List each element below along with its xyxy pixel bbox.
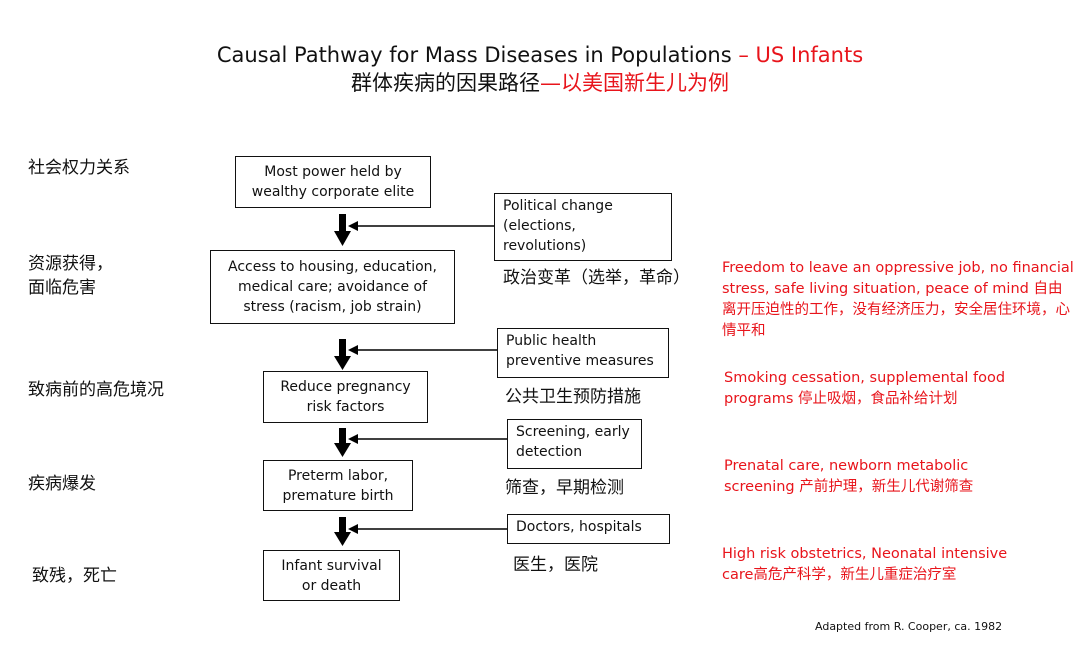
intervention-cn-public-health: 公共卫生预防措施 — [505, 387, 641, 407]
note-screening: Prenatal care, newborn metabolic screeni… — [724, 458, 974, 495]
pathway-box-preterm: Preterm labor, premature birth — [263, 460, 413, 511]
intervention-cn-political: 政治变革（选举，革命） — [503, 268, 690, 288]
pathway-box-power: Most power held by wealthy corporate eli… — [235, 156, 431, 208]
intervention-box-public-health: Public health preventive measures — [497, 328, 669, 378]
side-arrow-doctors — [348, 524, 507, 534]
level-disease-onset: 疾病爆发 — [28, 474, 96, 494]
title-highlight: – US Infants — [738, 43, 864, 67]
pathway-box-outcome: Infant survival or death — [263, 550, 400, 601]
source-credit: Adapted from R. Cooper, ca. 1982 — [815, 620, 1003, 633]
title-main: Causal Pathway for Mass Diseases in Popu… — [216, 43, 739, 67]
note-public-health: Smoking cessation, supplemental food pro… — [724, 370, 1006, 407]
title-cn-highlight: —以美国新生儿为例 — [540, 71, 729, 95]
pathway-box-risk-factors: Reduce pregnancy risk factors — [263, 371, 428, 423]
title-cn-main: 群体疾病的因果路径 — [351, 71, 540, 95]
side-arrow-screening — [348, 434, 507, 444]
down-arrow-1 — [334, 214, 351, 246]
note-doctors: High risk obstetrics, Neonatal intensive… — [722, 546, 1008, 583]
intervention-box-doctors: Doctors, hospitals — [507, 514, 670, 544]
side-arrow-political — [348, 221, 494, 231]
down-arrow-3 — [334, 428, 351, 457]
note-political: Freedom to leave an oppressive job, no f… — [722, 260, 1074, 339]
level-social-power: 社会权力关系 — [28, 158, 130, 178]
intervention-cn-screening: 筛查，早期检测 — [505, 478, 624, 498]
level-disability-death: 致残，死亡 — [32, 566, 117, 586]
level-high-risk: 致病前的高危境况 — [28, 380, 164, 400]
intervention-box-political: Political change (elections, revolutions… — [494, 193, 672, 261]
down-arrow-2 — [334, 339, 351, 370]
title-line-2: 群体疾病的因果路径—以美国新生儿为例 — [0, 70, 1080, 96]
title-line-1: Causal Pathway for Mass Diseases in Popu… — [0, 42, 1080, 68]
side-arrow-public-health — [348, 345, 497, 355]
intervention-cn-doctors: 医生，医院 — [513, 555, 598, 575]
down-arrow-4 — [334, 517, 351, 546]
pathway-box-access: Access to housing, education, medical ca… — [210, 250, 455, 324]
level-resources: 资源获得， 面临危害 — [28, 254, 113, 298]
intervention-box-screening: Screening, early detection — [507, 419, 642, 469]
